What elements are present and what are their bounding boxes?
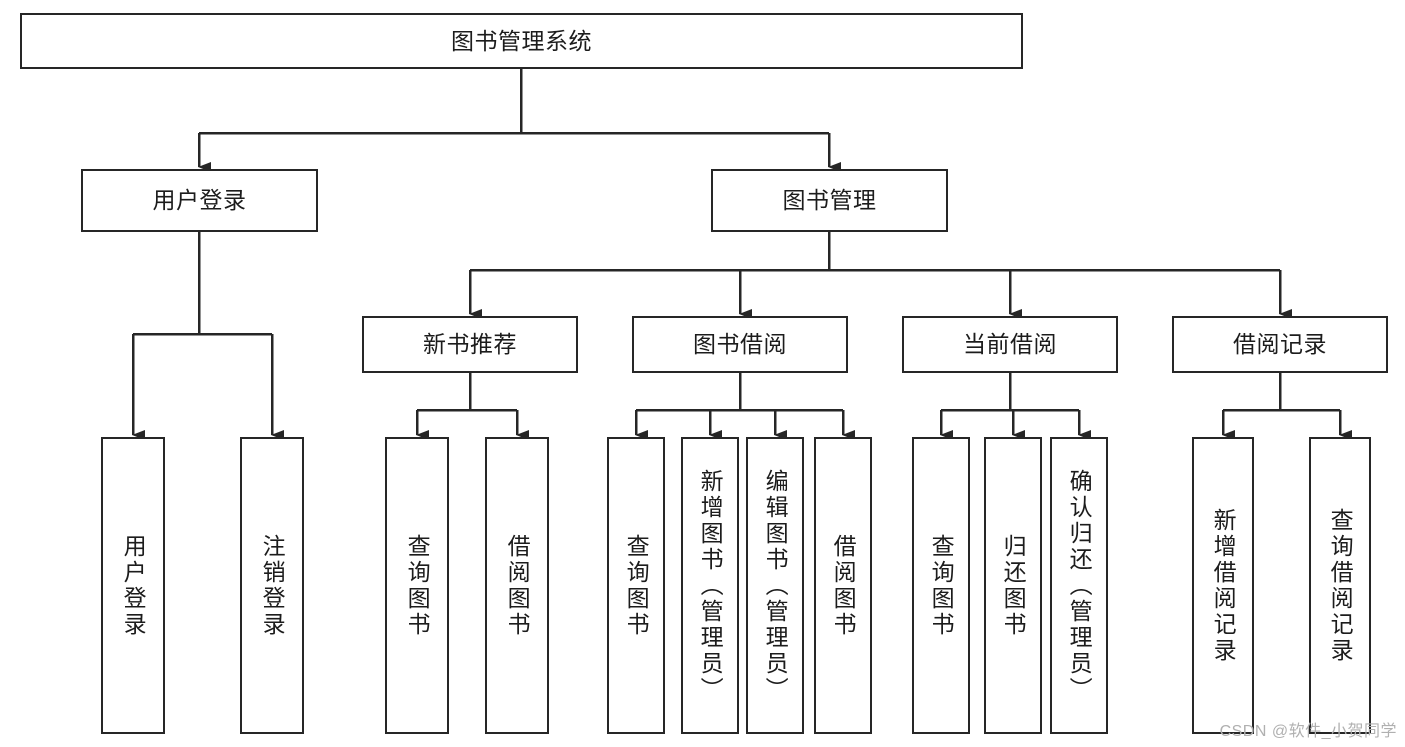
node-leaf-add-borrow-record[interactable]: 新增借阅记录 <box>1192 437 1254 734</box>
node-label-current-borrow: 当前借阅 <box>963 331 1057 358</box>
node-label-leaf-add-book-admin: 新增图书（管理员） <box>697 468 724 703</box>
node-borrow-record[interactable]: 借阅记录 <box>1172 316 1388 373</box>
node-label-leaf-edit-book-admin: 编辑图书（管理员） <box>762 468 789 703</box>
node-leaf-query-book-cur[interactable]: 查询图书 <box>912 437 970 734</box>
node-label-leaf-logout-login: 注销登录 <box>259 533 286 638</box>
node-label-leaf-user-login: 用户登录 <box>120 533 147 638</box>
node-label-leaf-borrow-book: 借阅图书 <box>830 533 857 638</box>
node-user-login[interactable]: 用户登录 <box>81 169 318 232</box>
node-leaf-query-book-borrow[interactable]: 查询图书 <box>607 437 665 734</box>
node-label-leaf-query-borrow-record: 查询借阅记录 <box>1327 507 1354 664</box>
node-label-leaf-confirm-return-admin: 确认归还（管理员） <box>1066 468 1093 703</box>
node-leaf-edit-book-admin[interactable]: 编辑图书（管理员） <box>746 437 804 734</box>
node-leaf-add-book-admin[interactable]: 新增图书（管理员） <box>681 437 739 734</box>
node-label-leaf-borrow-book-rec: 借阅图书 <box>504 533 531 638</box>
node-label-leaf-query-book-borrow: 查询图书 <box>623 533 650 638</box>
connector-paths <box>131 69 1352 440</box>
node-new-book-recommend[interactable]: 新书推荐 <box>362 316 578 373</box>
node-label-book-borrow: 图书借阅 <box>693 331 787 358</box>
node-leaf-query-borrow-record[interactable]: 查询借阅记录 <box>1309 437 1371 734</box>
node-label-new-book-recommend: 新书推荐 <box>423 331 517 358</box>
node-leaf-confirm-return-admin[interactable]: 确认归还（管理员） <box>1050 437 1108 734</box>
node-leaf-return-book[interactable]: 归还图书 <box>984 437 1042 734</box>
node-label-root: 图书管理系统 <box>451 27 592 54</box>
node-leaf-user-login[interactable]: 用户登录 <box>101 437 165 734</box>
node-label-leaf-query-book-cur: 查询图书 <box>928 533 955 638</box>
node-book-borrow[interactable]: 图书借阅 <box>632 316 848 373</box>
node-label-leaf-return-book: 归还图书 <box>1000 533 1027 638</box>
node-leaf-borrow-book[interactable]: 借阅图书 <box>814 437 872 734</box>
node-label-book-manage: 图书管理 <box>782 187 877 214</box>
node-label-borrow-record: 借阅记录 <box>1233 331 1327 358</box>
node-root[interactable]: 图书管理系统 <box>20 13 1023 69</box>
node-leaf-logout-login[interactable]: 注销登录 <box>240 437 304 734</box>
node-label-user-login: 用户登录 <box>152 187 247 214</box>
node-leaf-query-book-rec[interactable]: 查询图书 <box>385 437 449 734</box>
node-label-leaf-add-borrow-record: 新增借阅记录 <box>1210 507 1237 664</box>
node-current-borrow[interactable]: 当前借阅 <box>902 316 1118 373</box>
node-leaf-borrow-book-rec[interactable]: 借阅图书 <box>485 437 549 734</box>
node-book-manage[interactable]: 图书管理 <box>711 169 948 232</box>
node-label-leaf-query-book-rec: 查询图书 <box>404 533 431 638</box>
